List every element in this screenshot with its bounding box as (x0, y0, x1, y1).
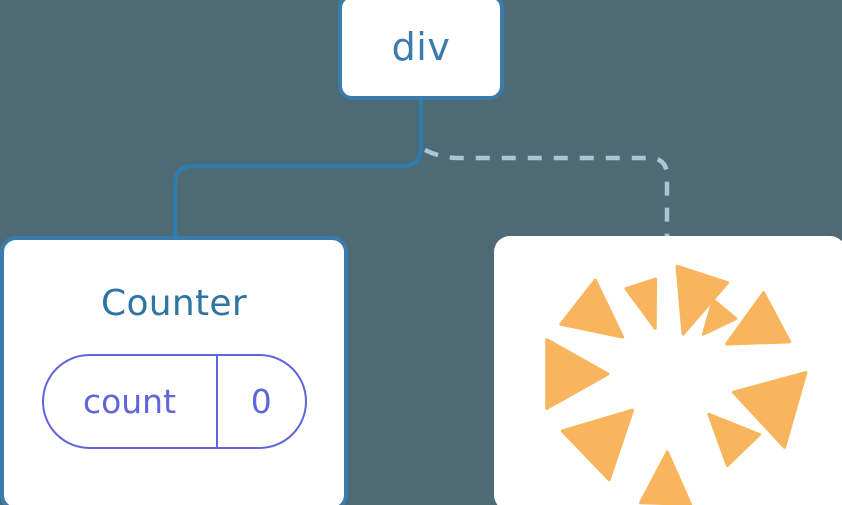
edge-div-to-sparkle (423, 147, 670, 238)
node-div[interactable]: div (338, 0, 504, 100)
state-pill-divider (215, 356, 218, 447)
state-pill-key: count (82, 382, 177, 421)
state-pill-count[interactable]: count 0 (41, 354, 307, 449)
sparkle-ray-7 (707, 412, 761, 467)
sparkle-ray-8 (560, 408, 635, 482)
edge-div-to-counter (173, 98, 423, 242)
sparkle-burst-icon (545, 264, 808, 505)
node-counter[interactable]: Counter count 0 (0, 236, 348, 505)
sparkle-ray-0 (675, 264, 730, 336)
sparkle-ray-5 (545, 338, 610, 410)
sparkle-ray-3 (725, 291, 792, 346)
node-div-label: div (391, 25, 451, 69)
sparkle-ray-4 (559, 278, 625, 339)
sparkle-ray-1 (701, 298, 738, 336)
sparkle-ray-2 (624, 277, 658, 330)
sparkle-ray-9 (639, 450, 692, 505)
node-sparkle[interactable] (494, 236, 842, 505)
state-pill-value: 0 (250, 382, 272, 421)
node-counter-label: Counter (101, 283, 247, 324)
sparkle-ray-6 (731, 371, 808, 449)
